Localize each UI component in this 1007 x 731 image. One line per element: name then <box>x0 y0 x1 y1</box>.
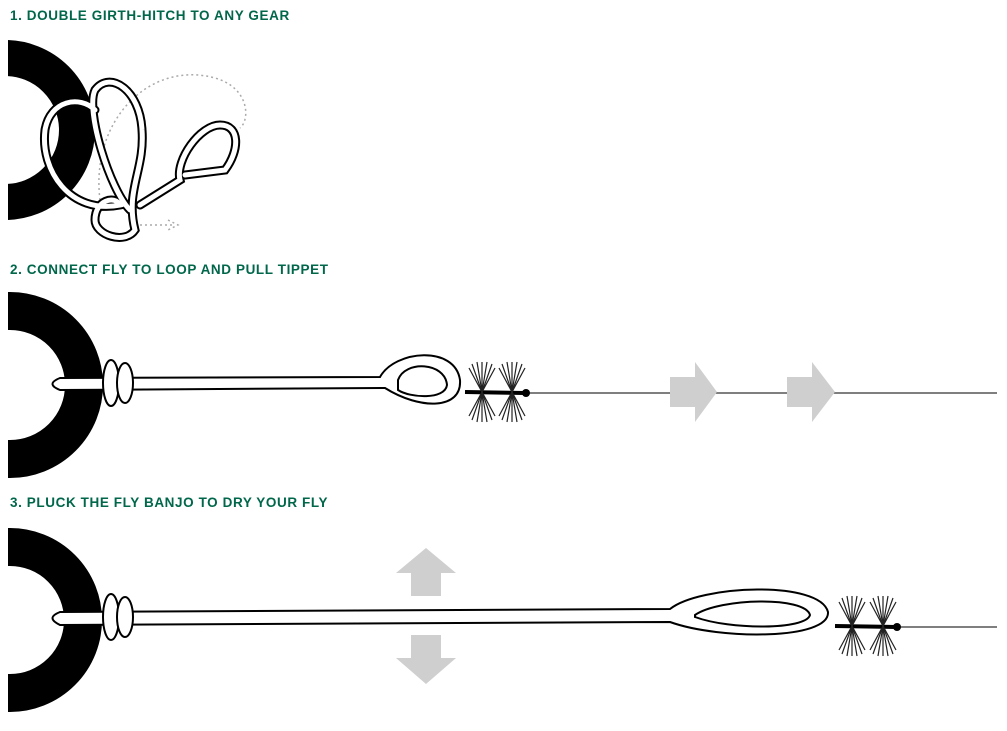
pluck-up-arrow-icon <box>396 548 456 596</box>
pluck-down-arrow-icon <box>396 635 456 684</box>
gear-ring <box>8 40 95 220</box>
loop-tube <box>51 588 830 636</box>
dotted-direction-arrow <box>98 74 247 231</box>
step-3-illustration <box>8 528 997 712</box>
loop-inner <box>694 600 812 628</box>
step-2-illustration <box>8 292 997 478</box>
fly-icon <box>834 595 901 657</box>
step-2-title: 2. CONNECT FLY TO LOOP AND PULL TIPPET <box>10 262 329 277</box>
pull-arrow-icon <box>670 362 717 422</box>
step-1-title: 1. DOUBLE GIRTH-HITCH TO ANY GEAR <box>10 8 290 23</box>
pull-arrow-icon <box>787 362 835 422</box>
step-3-title: 3. PLUCK THE FLY BANJO TO DRY YOUR FLY <box>10 495 329 510</box>
loop-tube <box>51 354 462 405</box>
loop-knot-rings <box>102 359 134 407</box>
fly-icon <box>464 361 530 423</box>
girth-hitch-loop-fill <box>41 79 239 240</box>
step-1-illustration <box>8 40 247 242</box>
loop-inner <box>397 365 449 398</box>
loop-knot-rings <box>102 593 134 641</box>
